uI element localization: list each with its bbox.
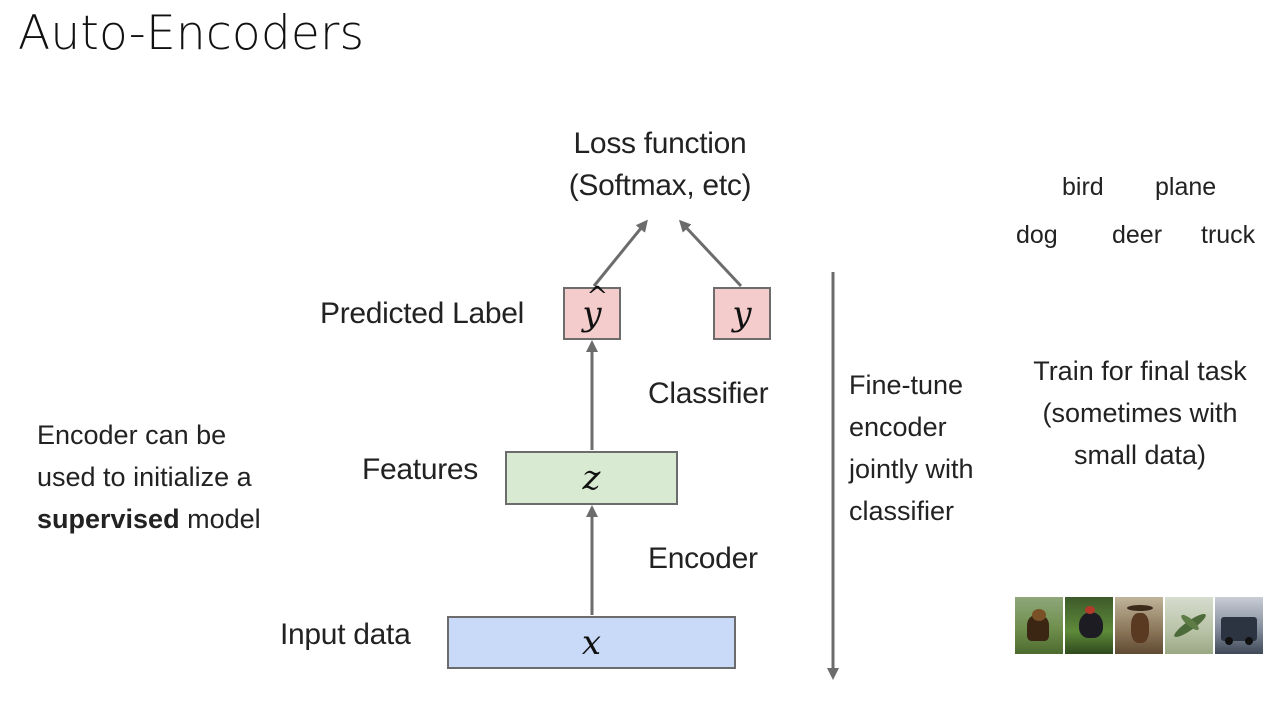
dog-photo <box>1015 597 1063 654</box>
features-label: Features <box>362 453 478 486</box>
truck-photo <box>1215 597 1263 654</box>
arrow-y-to-loss <box>678 219 743 288</box>
example-image-strip <box>1015 597 1263 654</box>
encoder-init-note: Encoder can be used to initialize a supe… <box>37 414 261 540</box>
finetune-line1: Fine-tune <box>849 370 964 400</box>
predicted-label-box: ^ y <box>563 282 621 340</box>
train-line1: Train for final task <box>1033 356 1247 386</box>
encoder-init-line2: used to initialize a <box>37 462 252 492</box>
class-truck: truck <box>1201 221 1256 249</box>
supervised-bold: supervised <box>37 504 180 534</box>
arrow-yhat-to-loss <box>592 219 648 287</box>
x-symbol: x <box>581 622 602 663</box>
encoder-label: Encoder <box>648 542 758 575</box>
features-box: z <box>505 451 678 505</box>
loss-function-label: Loss function (Softmax, etc) <box>540 123 780 207</box>
y-symbol: y <box>732 293 752 334</box>
classifier-label: Classifier <box>648 377 769 410</box>
true-label-box: y <box>713 287 771 340</box>
finetune-note: Fine-tune encoder jointly with classifie… <box>849 364 974 532</box>
train-line3: small data) <box>1073 440 1207 470</box>
encoder-init-line3: supervised model <box>37 498 261 540</box>
finetune-line4: classifier <box>849 496 955 526</box>
yhat-symbol: y <box>582 293 602 334</box>
hat-accent: ^ <box>586 281 609 312</box>
class-dog: dog <box>1016 221 1058 249</box>
finetune-line3: jointly with <box>849 454 974 484</box>
deer-photo <box>1115 597 1163 654</box>
bird-photo <box>1065 597 1113 654</box>
class-plane: plane <box>1155 173 1217 201</box>
z-symbol: z <box>582 458 601 498</box>
finetune-line2: encoder <box>849 412 947 442</box>
encoder-init-line1: Encoder can be <box>37 420 227 450</box>
input-data-label: Input data <box>280 618 411 651</box>
class-bird: bird <box>1062 173 1104 201</box>
train-final-task-note: Train for final task (sometimes with sma… <box>1018 350 1262 476</box>
model-word: model <box>179 504 261 534</box>
slide-title: Auto-Encoders <box>18 6 365 61</box>
plane-photo <box>1165 597 1213 654</box>
train-line2: (sometimes with <box>1042 398 1238 428</box>
loss-function-line1: Loss function <box>573 127 747 160</box>
input-data-box: x <box>447 616 736 669</box>
loss-function-line2: (Softmax, etc) <box>568 169 752 202</box>
predicted-label-text: Predicted Label <box>320 297 524 330</box>
class-deer: deer <box>1112 221 1163 249</box>
